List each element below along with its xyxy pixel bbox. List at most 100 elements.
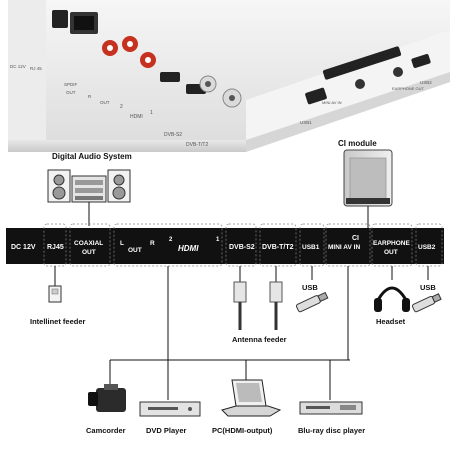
port-ci: CI xyxy=(352,235,359,242)
antenna-plug-2-body xyxy=(269,281,283,303)
product-bottom-edge xyxy=(8,140,246,152)
usb1-port xyxy=(305,87,327,105)
usb-right-label: USB xyxy=(420,283,436,292)
earphone-jack xyxy=(393,67,403,77)
headset-band xyxy=(376,286,408,301)
label-usb2: USB2 xyxy=(420,80,432,85)
rj45-plug-contacts xyxy=(51,288,59,295)
antenna-plug-1 xyxy=(233,281,247,330)
label-num1: 1 xyxy=(150,110,153,116)
port-audio-l: L xyxy=(120,240,124,247)
camcorder-lens xyxy=(88,392,98,406)
ci-module-edge xyxy=(346,198,390,204)
label-num2: 2 xyxy=(120,104,123,110)
product-photo: DC 12V RJ 45 SPDIF OUT R OUT 2 HDMI 1 DV… xyxy=(8,0,450,152)
label-dvbs2: DVB-S2 xyxy=(164,132,182,138)
label-earphone: EARPHONE OUT xyxy=(392,86,425,91)
port-hdmi-2: 2 xyxy=(169,237,173,243)
usb-stick-left-body xyxy=(295,295,321,313)
camcorder-body xyxy=(96,388,126,412)
camcorder-top xyxy=(104,384,118,390)
bluray-tray xyxy=(306,406,330,409)
port-usb2: USB2 xyxy=(418,244,436,251)
box-coaxial xyxy=(69,223,111,267)
port-audio-r: R xyxy=(150,240,155,247)
port-strip: DC 12V RJ45 COAXIAL OUT L R OUT 2 HDMI 1… xyxy=(6,223,444,267)
devices: Camcorder DVD Player PC(HDMI-output) Blu… xyxy=(86,379,365,435)
label-spdif: SPDIF xyxy=(64,82,78,87)
dvd-button xyxy=(188,407,192,411)
port-rj45: RJ45 xyxy=(47,244,64,251)
port-coaxial-line2: OUT xyxy=(82,249,96,256)
headset-label: Headset xyxy=(376,317,406,326)
label-out2: OUT xyxy=(100,100,110,105)
port-dvbt2: DVB-T/T2 xyxy=(262,244,294,251)
usb2-port xyxy=(411,53,431,69)
rca-left-pin xyxy=(145,57,151,63)
dvd-player-icon xyxy=(139,401,201,417)
port-miniav: MINI AV IN xyxy=(328,244,360,251)
bluray-display xyxy=(340,405,356,410)
digital-audio-title: Digital Audio System xyxy=(52,152,132,161)
antenna-feeder-label: Antenna feeder xyxy=(232,335,287,344)
label-rj45: RJ 45 xyxy=(30,66,42,71)
dvbs2-center xyxy=(205,81,211,87)
label-mini-av: MINI AV IN xyxy=(322,100,342,105)
ci-module: CI module xyxy=(324,139,410,237)
speaker-left-woofer xyxy=(52,186,66,200)
peripherals: Intellinet feeder Antenna feeder USB Hea… xyxy=(30,266,442,344)
mini-av-jack xyxy=(355,79,365,89)
device-dvd: DVD Player xyxy=(146,426,187,435)
rj45-inner xyxy=(74,16,94,30)
dc-jack xyxy=(52,10,68,28)
speaker-left-tweeter xyxy=(53,174,65,186)
camcorder-icon xyxy=(88,384,126,412)
speaker-right-tweeter xyxy=(113,174,125,186)
amp-slot2 xyxy=(75,188,103,193)
usb-stick-right-tip xyxy=(431,293,442,303)
product-right-edge xyxy=(246,72,450,152)
dvd-tray xyxy=(148,407,178,410)
usb-stick-left xyxy=(295,291,329,313)
port-dc12v: DC 12V xyxy=(11,244,36,251)
headset-right-cup xyxy=(402,298,410,312)
laptop-base xyxy=(221,405,282,417)
box-dvbt2 xyxy=(259,223,297,267)
port-dvbs2: DVB-S2 xyxy=(229,244,255,251)
connector-tree xyxy=(109,266,350,400)
product-left-side xyxy=(8,0,46,152)
speaker-right-woofer xyxy=(112,186,126,200)
port-earphone-line2: OUT xyxy=(384,249,398,256)
usb-left-label: USB xyxy=(302,283,318,292)
product-right-panel xyxy=(246,30,450,152)
rca-coaxial-pin xyxy=(107,45,113,51)
device-camcorder: Camcorder xyxy=(86,426,126,435)
digital-audio-system: Digital Audio System xyxy=(47,152,132,226)
label-dc: DC 12V xyxy=(10,64,26,69)
intellinet-label: Intellinet feeder xyxy=(30,317,86,326)
antenna-plug-1-body xyxy=(233,281,247,303)
laptop-icon xyxy=(221,379,282,417)
port-usb1: USB1 xyxy=(302,244,320,251)
port-coaxial-line1: COAXIAL xyxy=(74,240,103,247)
box-hdmi xyxy=(113,223,223,267)
usb-stick-right-body xyxy=(411,295,435,313)
label-out: OUT xyxy=(66,90,76,95)
rca-right-pin xyxy=(127,41,133,47)
headset-left-cup xyxy=(374,298,382,312)
label-hdmi: HDMI xyxy=(130,114,143,120)
label-r: R xyxy=(88,94,92,99)
bluray-player-icon xyxy=(299,401,363,415)
label-usb1: USB1 xyxy=(300,120,312,125)
usb-stick-left-tip xyxy=(317,291,329,303)
port-earphone-line1: EARPHONE xyxy=(373,240,411,247)
box-usb2 xyxy=(415,223,443,267)
amp-slot3 xyxy=(75,196,103,200)
headset-icon xyxy=(374,286,410,312)
ci-module-face xyxy=(349,157,387,201)
usb-stick-right xyxy=(411,293,442,313)
laptop-display xyxy=(236,383,262,402)
amp-slot1 xyxy=(75,180,103,185)
port-hdmi-1: 1 xyxy=(216,237,220,243)
